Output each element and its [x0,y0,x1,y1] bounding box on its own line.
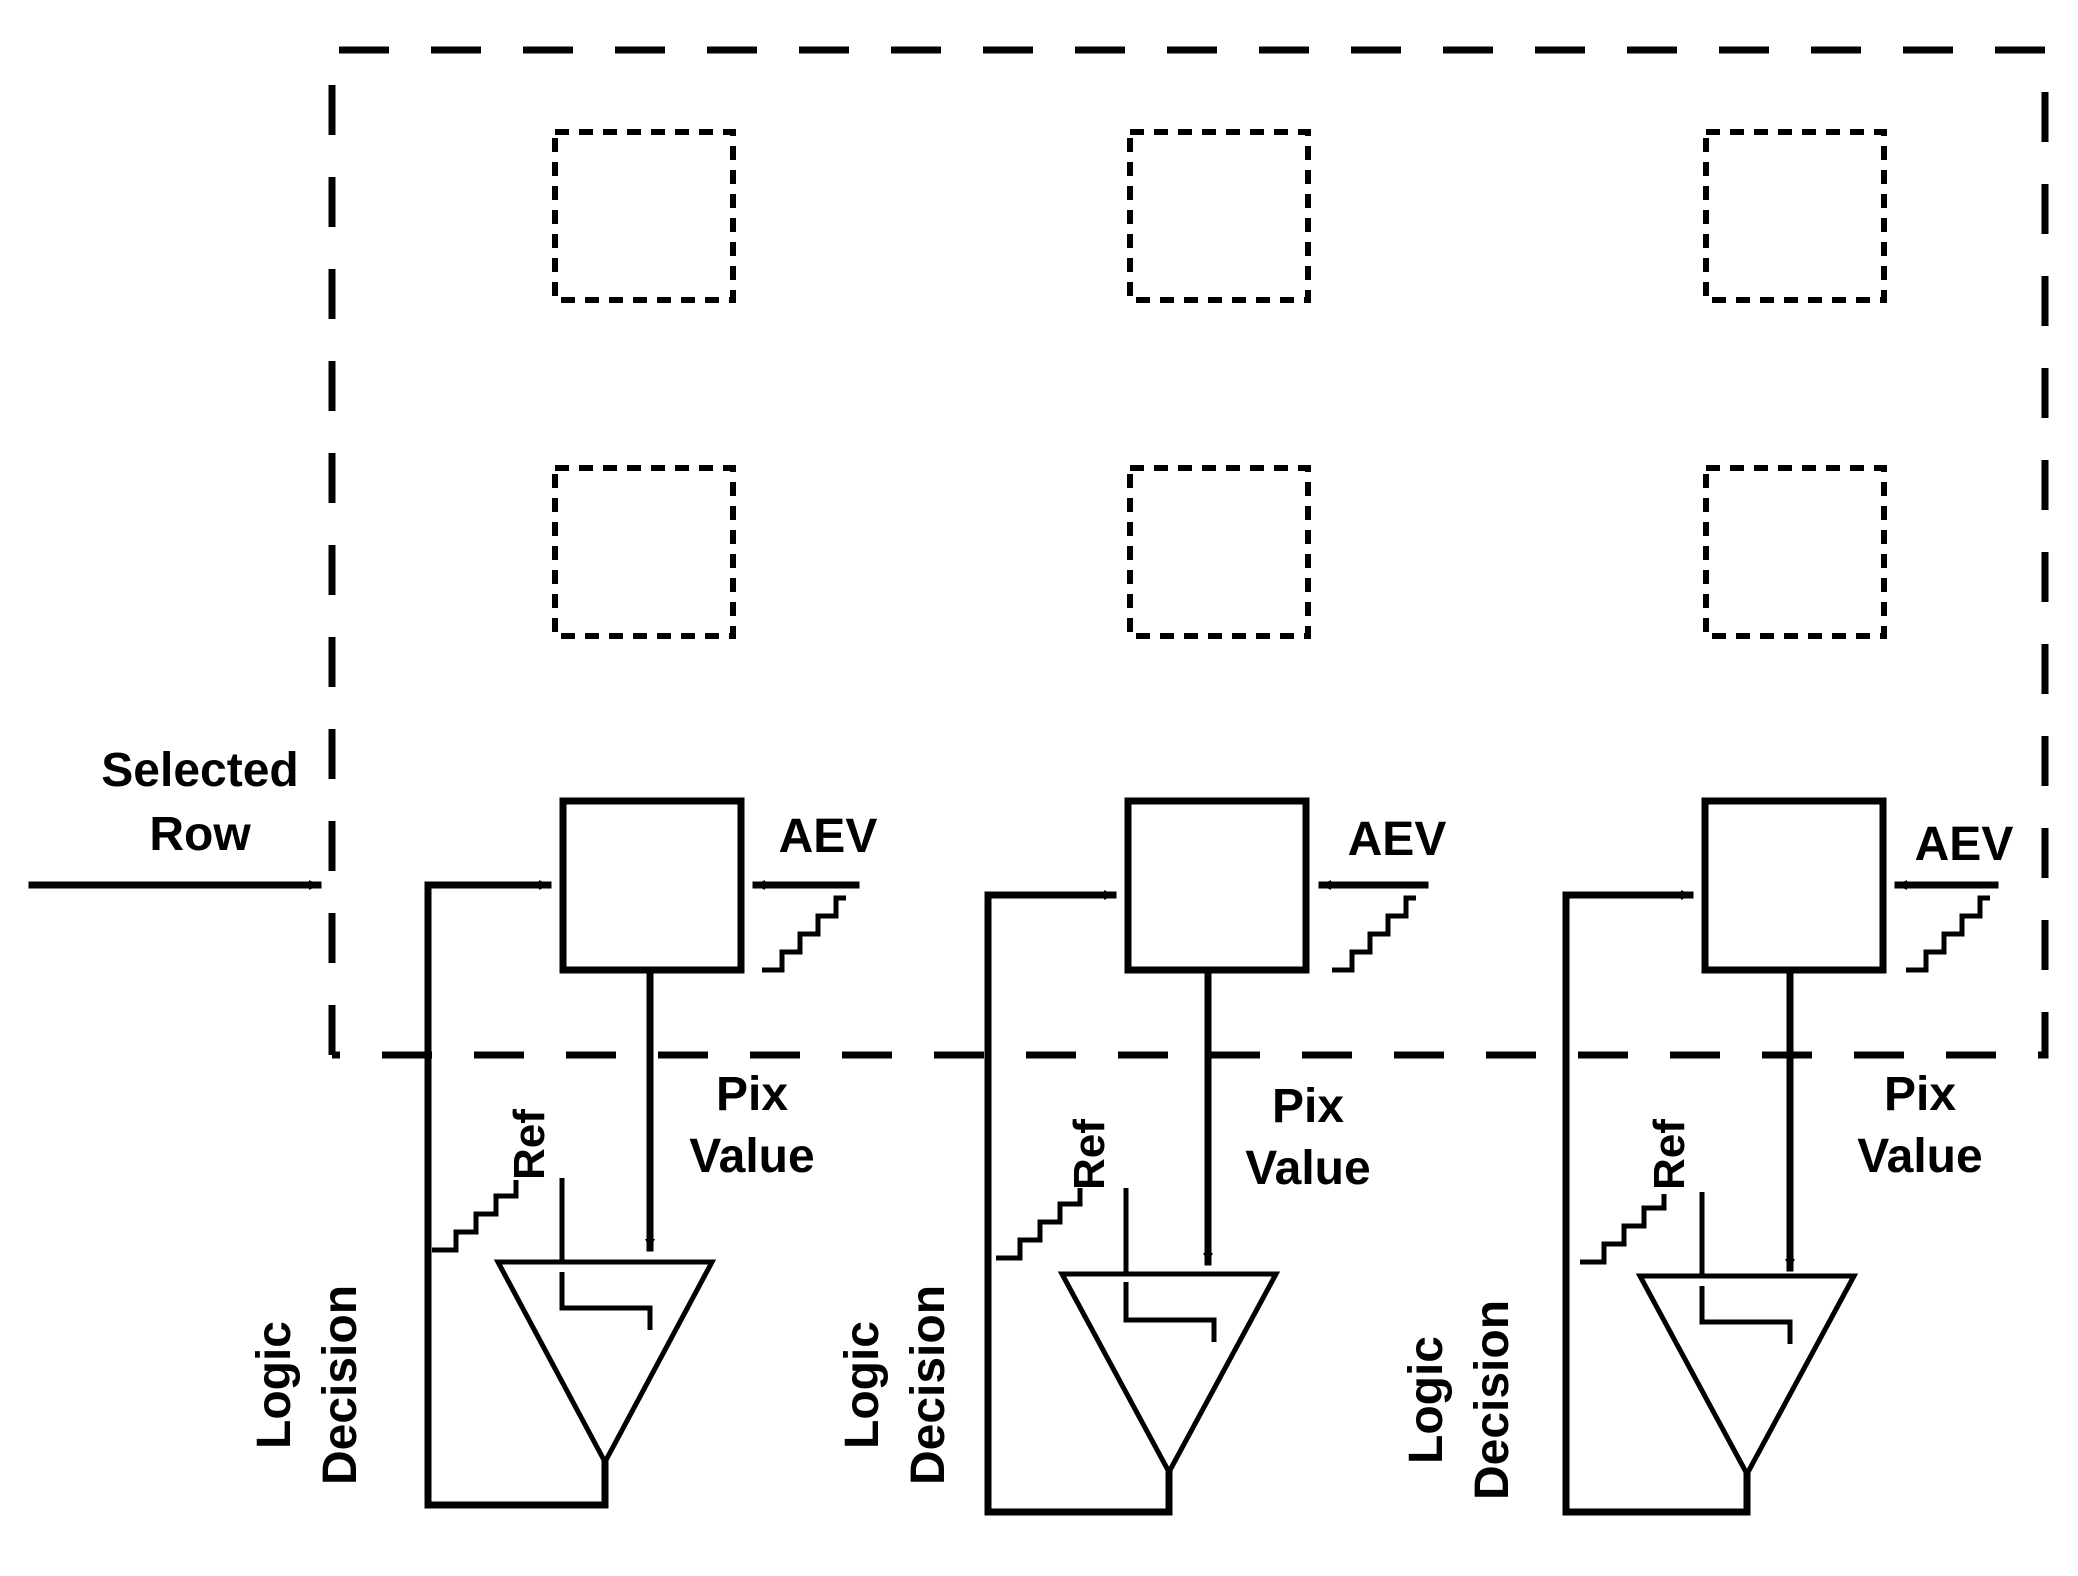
ref-label: Ref [505,1109,554,1180]
logic-decision-wire [984,1468,1173,1516]
logic-decision-wire [1562,1470,1751,1516]
column-2: AEV Pix Value Ref Logic Decision [836,797,1447,1516]
ref-label: Ref [1065,1119,1114,1190]
comparator-symbol [559,1272,653,1330]
column-3: AEV Pix Value Ref Logic Decision [1400,797,2014,1516]
pixel-cell [552,465,736,639]
ref-ramp-icon [996,1188,1083,1261]
column-1: AEV Pix Value Ref Logic Decision [248,797,878,1509]
pix-value-label-line2: Value [689,1130,814,1183]
logic-decision-label: Logic [1400,1336,1453,1464]
feedback-wire [1562,890,1694,1516]
pixel-cells [552,129,1887,639]
logic-decision-label-line2: Decision [314,1285,367,1485]
pixel-cell [1703,129,1887,303]
pix-value-label-line2: Value [1857,1130,1982,1183]
feedback-wire [984,890,1117,1516]
pix-value-label-line2: Value [1245,1142,1370,1195]
pixel-block [559,797,745,974]
ramp-icon [1332,895,1416,973]
logic-decision-wire [424,1458,609,1509]
ref-ramp-icon [1580,1194,1667,1265]
feedback-wire [424,880,552,1509]
pix-value-label: Pix [1884,1068,1956,1121]
pix-value-label: Pix [716,1068,788,1121]
ref-label: Ref [1645,1119,1694,1190]
selected-row-label-line2: Row [149,808,251,861]
comparator [1635,1273,1859,1480]
pixel-array-frame [328,46,2049,1059]
pix-value-label: Pix [1272,1080,1344,1133]
ref-ramp-icon [432,1180,519,1253]
logic-decision-label: Logic [836,1321,889,1449]
comparator-symbol [1699,1286,1793,1344]
comparator [1057,1271,1281,1478]
ramp-icon [762,895,846,973]
aev-label: AEV [1915,818,2014,871]
selected-row-input: Selected Row [28,744,322,890]
aev-label: AEV [779,810,878,863]
comparator [493,1259,717,1468]
logic-decision-label-line2: Decision [902,1285,955,1485]
pixel-cell [552,129,736,303]
pixel-block [1701,797,1887,974]
ramp-icon [1906,895,1990,973]
pixel-cell [1703,465,1887,639]
comparator-symbol [1123,1282,1217,1342]
logic-decision-label-line2: Decision [1466,1300,1519,1500]
logic-decision-label: Logic [248,1321,301,1449]
aev-label: AEV [1348,813,1447,866]
pixel-block [1124,797,1310,974]
pixel-cell [1127,129,1311,303]
pixel-cell [1127,465,1311,639]
selected-row-label: Selected [101,744,298,797]
